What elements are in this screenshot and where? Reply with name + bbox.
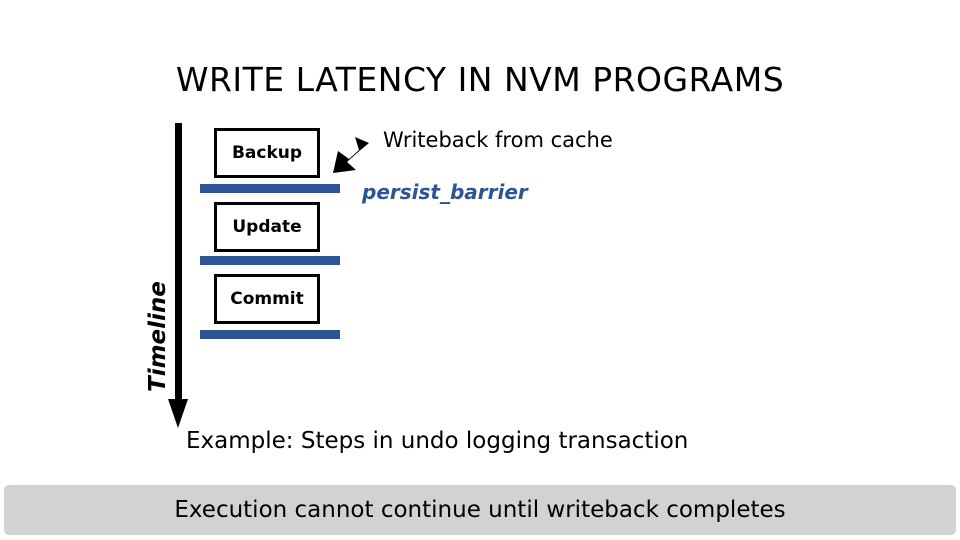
- persist-bar-backup: [200, 184, 340, 193]
- writeback-annotation: Writeback from cache: [383, 128, 613, 152]
- example-caption: Example: Steps in undo logging transacti…: [186, 428, 689, 454]
- timeline-axis-shaft: [175, 123, 182, 403]
- persist-bar-update: [200, 256, 340, 265]
- step-box-backup[interactable]: Backup: [214, 128, 320, 178]
- down-left-arrow-icon: [325, 133, 373, 181]
- page-title: WRITE LATENCY IN NVM PROGRAMS: [175, 60, 785, 99]
- step-box-commit[interactable]: Commit: [214, 274, 320, 324]
- timeline-axis-arrow-icon: [168, 123, 190, 431]
- persist-bar-commit: [200, 330, 340, 339]
- takeaway-text: Execution cannot continue until writebac…: [174, 497, 786, 523]
- persist-barrier-annotation: persist_barrier: [362, 180, 528, 204]
- step-box-update[interactable]: Update: [214, 202, 320, 252]
- timeline-label: Timeline: [145, 281, 171, 392]
- takeaway-banner: Execution cannot continue until writebac…: [4, 485, 956, 535]
- timeline-axis-arrowhead: [168, 399, 188, 428]
